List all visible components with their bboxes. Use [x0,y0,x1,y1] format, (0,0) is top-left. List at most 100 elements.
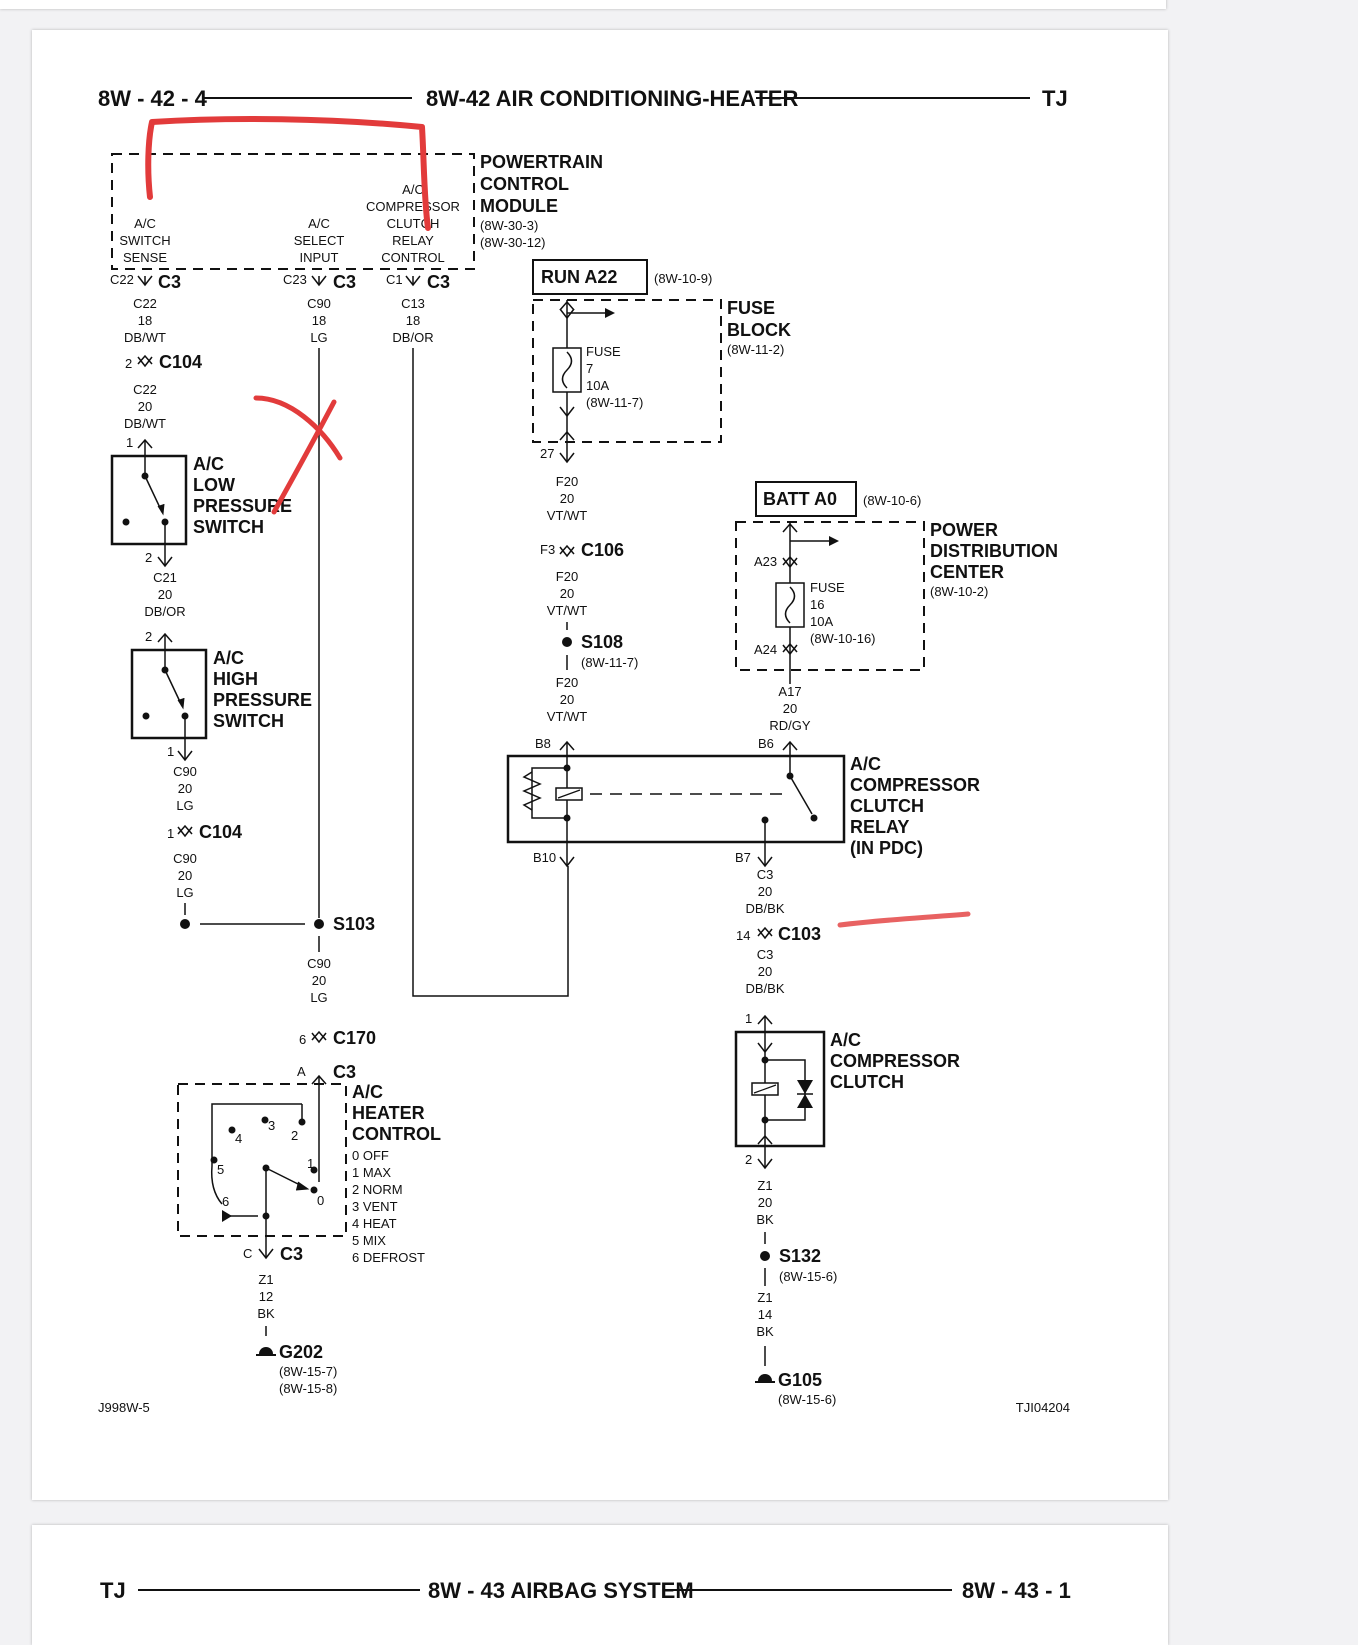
fuse-block-box [532,299,722,443]
svg-text:6: 6 [222,1194,229,1209]
pcm-pin-labels: A/C SWITCH SENSE A/C SELECT INPUT A/C CO… [119,182,460,265]
pdc-box [735,521,925,671]
svg-text:C90: C90 [307,296,331,311]
svg-text:PRESSURE: PRESSURE [213,690,312,710]
header-right: TJ [1042,86,1068,111]
c104-bottom-wire: C90 20 LG [173,851,197,900]
svg-text:A/C: A/C [402,182,424,197]
svg-text:C22: C22 [133,296,157,311]
svg-text:A/C: A/C [134,216,156,231]
svg-text:C104: C104 [159,352,202,372]
s108-splice [562,637,572,647]
svg-text:DB/BK: DB/BK [745,981,784,996]
fuse-7: FUSE 7 10A (8W-11-7) [552,300,643,442]
svg-text:A/C: A/C [830,1030,861,1050]
svg-text:18: 18 [406,313,420,328]
svg-text:C: C [243,1246,252,1261]
svg-text:(8W-10-6): (8W-10-6) [863,493,921,508]
page-sheet [32,30,1168,1500]
c106: F3 C106 [540,540,624,560]
run-a22-label: RUN A22 [541,267,617,287]
batt-a0-box [755,481,857,517]
svg-text:20: 20 [783,701,797,716]
svg-text:HEATER: HEATER [352,1103,425,1123]
svg-text:SWITCH: SWITCH [213,711,284,731]
svg-text:POWERTRAIN: POWERTRAIN [480,152,603,172]
svg-text:18: 18 [138,313,152,328]
wiring-diagram: 8W - 42 - 4 8W-42 AIR CONDITIONING-HEATE… [98,86,1071,1600]
svg-text:(8W-11-7): (8W-11-7) [586,395,643,410]
svg-text:1: 1 [167,826,174,841]
svg-text:LG: LG [310,330,327,345]
svg-text:(8W-15-6): (8W-15-6) [778,1392,836,1407]
low-pressure-switch [110,440,188,556]
next-page-title: 8W - 43 AIRBAG SYSTEM [428,1578,694,1600]
s103-label: S103 [333,914,375,934]
high-pressure-switch-title: A/C HIGH PRESSURE SWITCH [213,648,312,731]
pcm-title: POWERTRAIN CONTROL MODULE (8W-30-3) (8W-… [480,152,603,250]
svg-text:F20: F20 [556,474,578,489]
svg-text:1: 1 [167,744,174,759]
svg-text:BK: BK [257,1306,275,1321]
footer-left: J998W-5 [98,1400,150,1415]
svg-text:(8W-10-2): (8W-10-2) [930,584,988,599]
svg-text:BK: BK [756,1324,774,1339]
svg-text:CONTROL: CONTROL [381,250,445,265]
fuse-block-wire: F20 20 VT/WT [547,474,587,523]
svg-text:FUSE: FUSE [727,298,775,318]
svg-text:CONTROL: CONTROL [352,1124,441,1144]
svg-text:10A: 10A [810,614,833,629]
svg-text:MODULE: MODULE [480,196,558,216]
pcm-pin-c23: C23 [283,272,307,287]
svg-text:G105: G105 [778,1370,822,1390]
svg-text:A/C: A/C [193,454,224,474]
pdc-wire: A17 20 RD/GY [769,684,811,733]
svg-text:20: 20 [560,491,574,506]
batt-a0-label: BATT A0 [763,489,837,509]
svg-text:C22: C22 [133,382,157,397]
svg-text:DB/WT: DB/WT [124,330,166,345]
svg-text:(8W-15-7): (8W-15-7) [279,1364,337,1379]
svg-text:DB/BK: DB/BK [745,901,784,916]
svg-text:C3: C3 [757,947,774,962]
svg-text:A23: A23 [754,554,777,569]
svg-text:C90: C90 [173,851,197,866]
svg-text:18: 18 [312,313,326,328]
svg-text:(8W-30-3): (8W-30-3) [480,218,538,233]
svg-text:20: 20 [158,587,172,602]
svg-text:LG: LG [176,885,193,900]
svg-text:14: 14 [736,928,750,943]
c104-top-wire: C22 20 DB/WT [124,382,166,431]
svg-text:12: 12 [259,1289,273,1304]
hvac-title: A/C HEATER CONTROL [352,1082,441,1144]
svg-text:A17: A17 [778,684,801,699]
high-pressure-switch [130,634,208,750]
svg-text:(IN PDC): (IN PDC) [850,838,923,858]
s103-splice [314,919,324,929]
svg-text:2: 2 [291,1128,298,1143]
svg-text:20: 20 [178,868,192,883]
svg-text:INPUT: INPUT [300,250,339,265]
svg-text:2: 2 [145,629,152,644]
svg-text:C103: C103 [778,924,821,944]
svg-text:3 VENT: 3 VENT [352,1199,398,1214]
svg-text:VT/WT: VT/WT [547,508,587,523]
svg-text:SENSE: SENSE [123,250,167,265]
svg-text:20: 20 [758,964,772,979]
compressor-clutch [734,1030,826,1148]
low-pressure-switch-title: A/C LOW PRESSURE SWITCH [193,454,292,537]
svg-text:6 DEFROST: 6 DEFROST [352,1250,425,1265]
g105-ground: G105 (8W-15-6) [755,1370,836,1407]
header-left: 8W - 42 - 4 [98,86,208,111]
svg-text:CLUTCH: CLUTCH [387,216,440,231]
red-markup [145,116,971,928]
svg-text:B10: B10 [533,850,556,865]
svg-text:4: 4 [235,1131,242,1146]
svg-text:3: 3 [268,1118,275,1133]
high-switch-wire: C90 20 LG [173,764,197,813]
pcm-conn-c3: C3 [158,272,181,292]
svg-text:DB/WT: DB/WT [124,416,166,431]
svg-text:20: 20 [560,586,574,601]
svg-text:C106: C106 [581,540,624,560]
svg-text:F20: F20 [556,569,578,584]
